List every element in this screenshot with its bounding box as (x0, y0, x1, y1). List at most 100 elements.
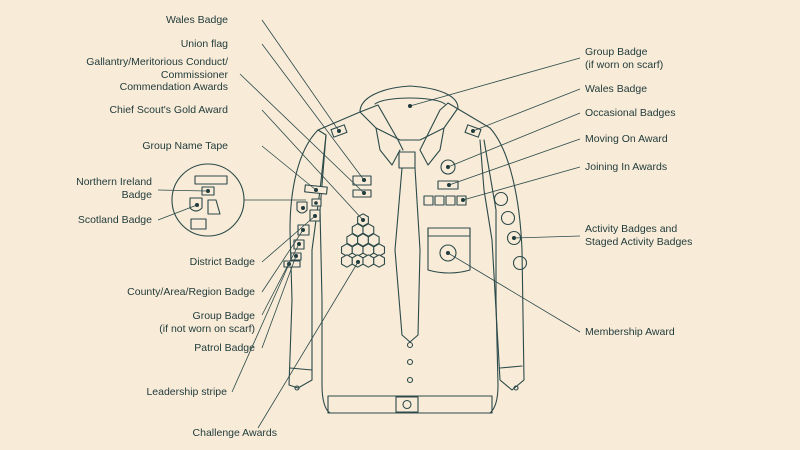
buckle (395, 396, 419, 413)
line-moving-on (448, 138, 581, 186)
line-challenge (257, 261, 359, 429)
label-group-name-tape: Group Name Tape (142, 140, 228, 152)
patrol-dot (294, 254, 298, 258)
label-ni-l2: Badge (121, 188, 152, 201)
label-group-badge: Group Badge (if not worn on scarf) (159, 310, 255, 335)
label-union-flag: Union flag (180, 38, 228, 50)
ni-dot (314, 201, 318, 205)
scarf (394, 167, 421, 343)
label-activity: Activity Badges and Staged Activity Badg… (585, 223, 692, 248)
joining-in-1 (423, 195, 434, 206)
shirt-hem (327, 395, 493, 414)
leader-lines (157, 19, 581, 429)
label-leadership: Leadership stripe (146, 386, 227, 398)
membership-badge (439, 244, 457, 262)
line-membership (447, 252, 581, 333)
magnifier (171, 163, 306, 237)
buckle-emblem (402, 399, 412, 410)
collar-left-flap (375, 127, 401, 166)
line-gallantry (239, 73, 365, 194)
label-gallantry-l3: Commendation Awards (119, 81, 228, 93)
label-gallantry: Gallantry/Meritorious Conduct/ Commissio… (86, 56, 228, 94)
right-cuff (499, 365, 523, 369)
left-sleeve (317, 102, 525, 391)
challenge-hex-14 (373, 254, 386, 268)
pocket (427, 227, 471, 274)
woggle (398, 151, 416, 169)
left-cuff-button (294, 385, 300, 391)
label-gallantry-l2: Commissioner (160, 68, 228, 81)
line-leadership (231, 263, 290, 393)
label-occasional: Occasional Badges (585, 107, 676, 119)
pocket-flap (427, 227, 471, 237)
line-county (261, 229, 304, 293)
mag-small (190, 218, 207, 230)
mag-diamond (207, 199, 221, 215)
line-patrol (261, 255, 297, 349)
label-activity-l1: Activity Badges and (585, 223, 678, 235)
label-county: County/Area/Region Badge (127, 286, 255, 298)
right-cuff-button (513, 385, 519, 391)
line-activity (513, 235, 581, 239)
label-moving-on: Moving On Award (585, 133, 668, 145)
label-joining-in: Joining In Awards (585, 161, 668, 173)
occasional-badge (440, 159, 456, 175)
line-wales-left (261, 19, 340, 132)
label-northern-ireland: Northern Ireland Badge (76, 176, 152, 201)
button-3 (406, 376, 414, 384)
activity-badge-4 (512, 255, 528, 271)
button-1 (406, 341, 414, 349)
line-group-name-tape (261, 145, 317, 191)
label-group-badge-l2: (if not worn on scarf) (159, 322, 255, 335)
activity-badge-2 (500, 210, 516, 226)
gallantry-patch (352, 189, 372, 198)
line-occasional (447, 112, 581, 168)
line-wales-right (472, 88, 581, 132)
label-wales-badge-left: Wales Badge (165, 14, 228, 26)
line-joining-in (462, 166, 581, 201)
mag-tape (194, 175, 228, 185)
challenge-hex-13 (362, 254, 375, 268)
scarf-badge-dot (408, 104, 412, 108)
collar-inner (374, 97, 446, 105)
mag-ni-dot (206, 189, 210, 193)
line-scotland (157, 204, 198, 221)
shirt-body (288, 129, 327, 389)
challenge-hex-6 (367, 233, 380, 247)
label-membership: Membership Award (585, 326, 675, 338)
joining-in-row (423, 195, 467, 206)
line-group-badge-scarf (409, 57, 581, 107)
line-group-badge (261, 243, 300, 316)
shirt-outline (283, 85, 528, 414)
collar-right-flap (419, 127, 445, 166)
label-gallantry-l1: Gallantry/Meritorious Conduct/ (86, 56, 228, 68)
label-challenge: Challenge Awards (192, 427, 277, 439)
label-group-badge-scarf: Group Badge (if worn on scarf) (585, 46, 663, 71)
line-district (261, 215, 316, 263)
label-group-badge-scarf-l2: (if worn on scarf) (585, 58, 664, 71)
label-district: District Badge (189, 256, 255, 268)
label-wales-badge-right: Wales Badge (585, 83, 648, 95)
label-patrol: Patrol Badge (194, 342, 255, 354)
label-group-badge-scarf-l1: Group Badge (585, 46, 648, 58)
union-flag-patch (352, 175, 372, 186)
line-chief-scout (261, 109, 364, 221)
button-2 (406, 358, 414, 366)
label-activity-l2: Staged Activity Badges (585, 235, 693, 248)
label-chief-scout: Chief Scout's Gold Award (109, 104, 228, 116)
scotland-dot (301, 206, 305, 210)
label-group-badge-l1: Group Badge (192, 310, 255, 322)
line-ni (157, 189, 208, 192)
challenge-hex-3 (362, 223, 375, 237)
label-scotland: Scotland Badge (77, 214, 152, 226)
joining-in-3 (445, 195, 456, 206)
collar (359, 85, 459, 141)
line-union-flag (261, 43, 365, 181)
challenge-hex-11 (340, 254, 353, 268)
activity-badge-1 (493, 191, 509, 207)
joining-in-2 (434, 195, 445, 206)
challenge-hexes (340, 213, 386, 268)
label-ni-l1: Northern Ireland (76, 176, 152, 188)
